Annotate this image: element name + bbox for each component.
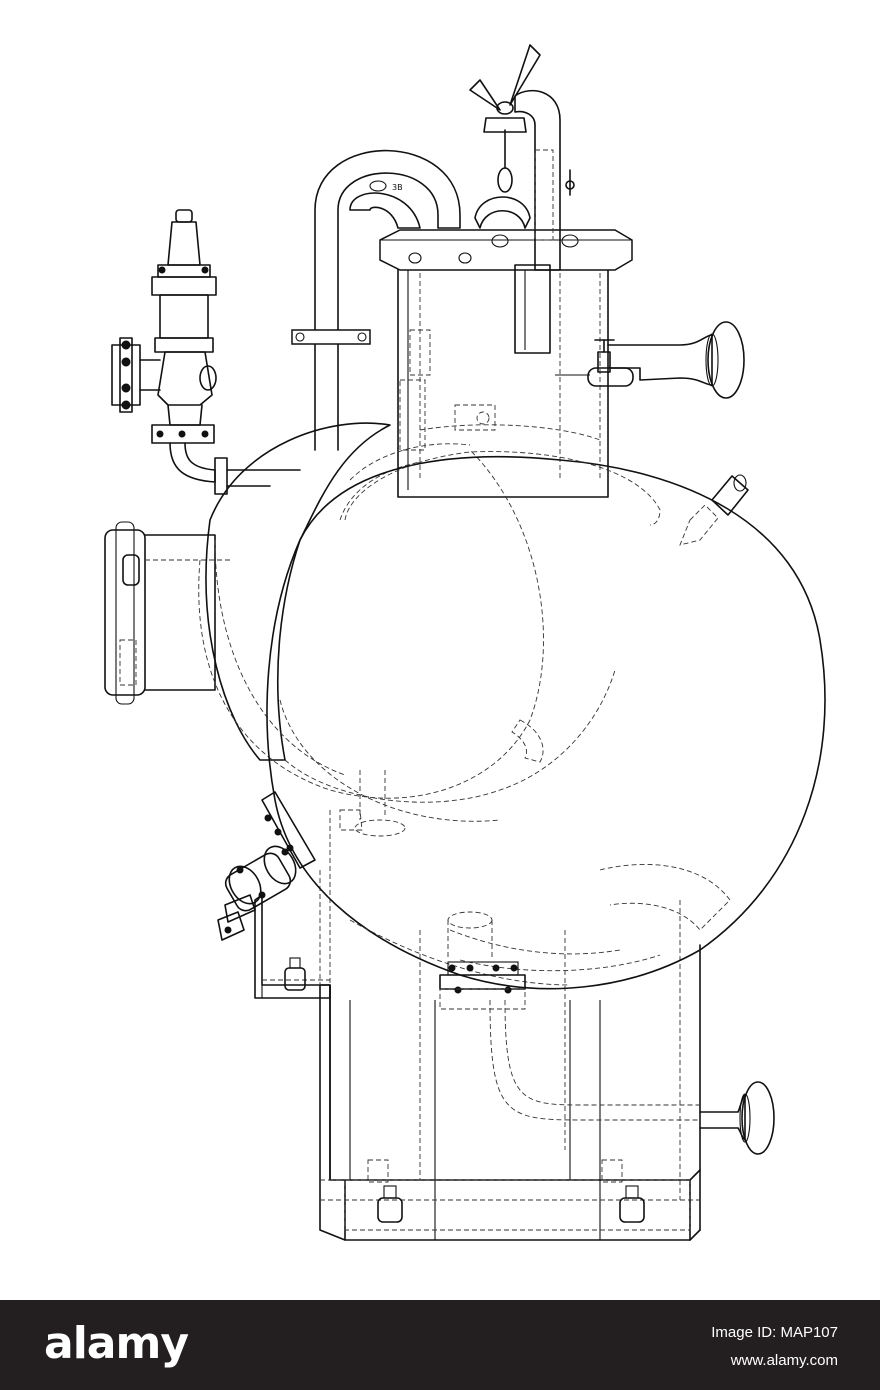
sphere-front [266, 456, 826, 1121]
upper-cylinder [397, 251, 609, 498]
sphere-top-rim [344, 424, 661, 526]
sphere-rear [198, 422, 544, 799]
sphere-top-nozzle [679, 474, 749, 546]
bottom-flange [439, 961, 526, 1010]
anchor-bolts [284, 957, 645, 1223]
stock-watermark-bar: alamy Image ID: MAP107 www.alamy.com [0, 1300, 880, 1390]
right-nozzle-lower [699, 1081, 775, 1155]
image-id-text: Image ID: MAP107 [711, 1324, 838, 1341]
wireframe-vessel-drawing: 3B [104, 44, 826, 1241]
left-manway-nozzle [104, 521, 230, 705]
stock-url-text: www.alamy.com [730, 1352, 838, 1369]
vent-pipe [514, 89, 575, 354]
alamy-logo: alamy [44, 1318, 189, 1369]
right-nozzle-upper [555, 321, 745, 399]
left-support-block [254, 870, 331, 999]
lifting-hook [469, 44, 541, 229]
support-frame [319, 810, 701, 1241]
u-bend-pipe: 3B [291, 149, 461, 451]
drain-valve-assembly [217, 791, 316, 941]
top-flange [379, 229, 633, 271]
safety-valve [111, 209, 301, 495]
label-text: 3B [392, 183, 403, 192]
